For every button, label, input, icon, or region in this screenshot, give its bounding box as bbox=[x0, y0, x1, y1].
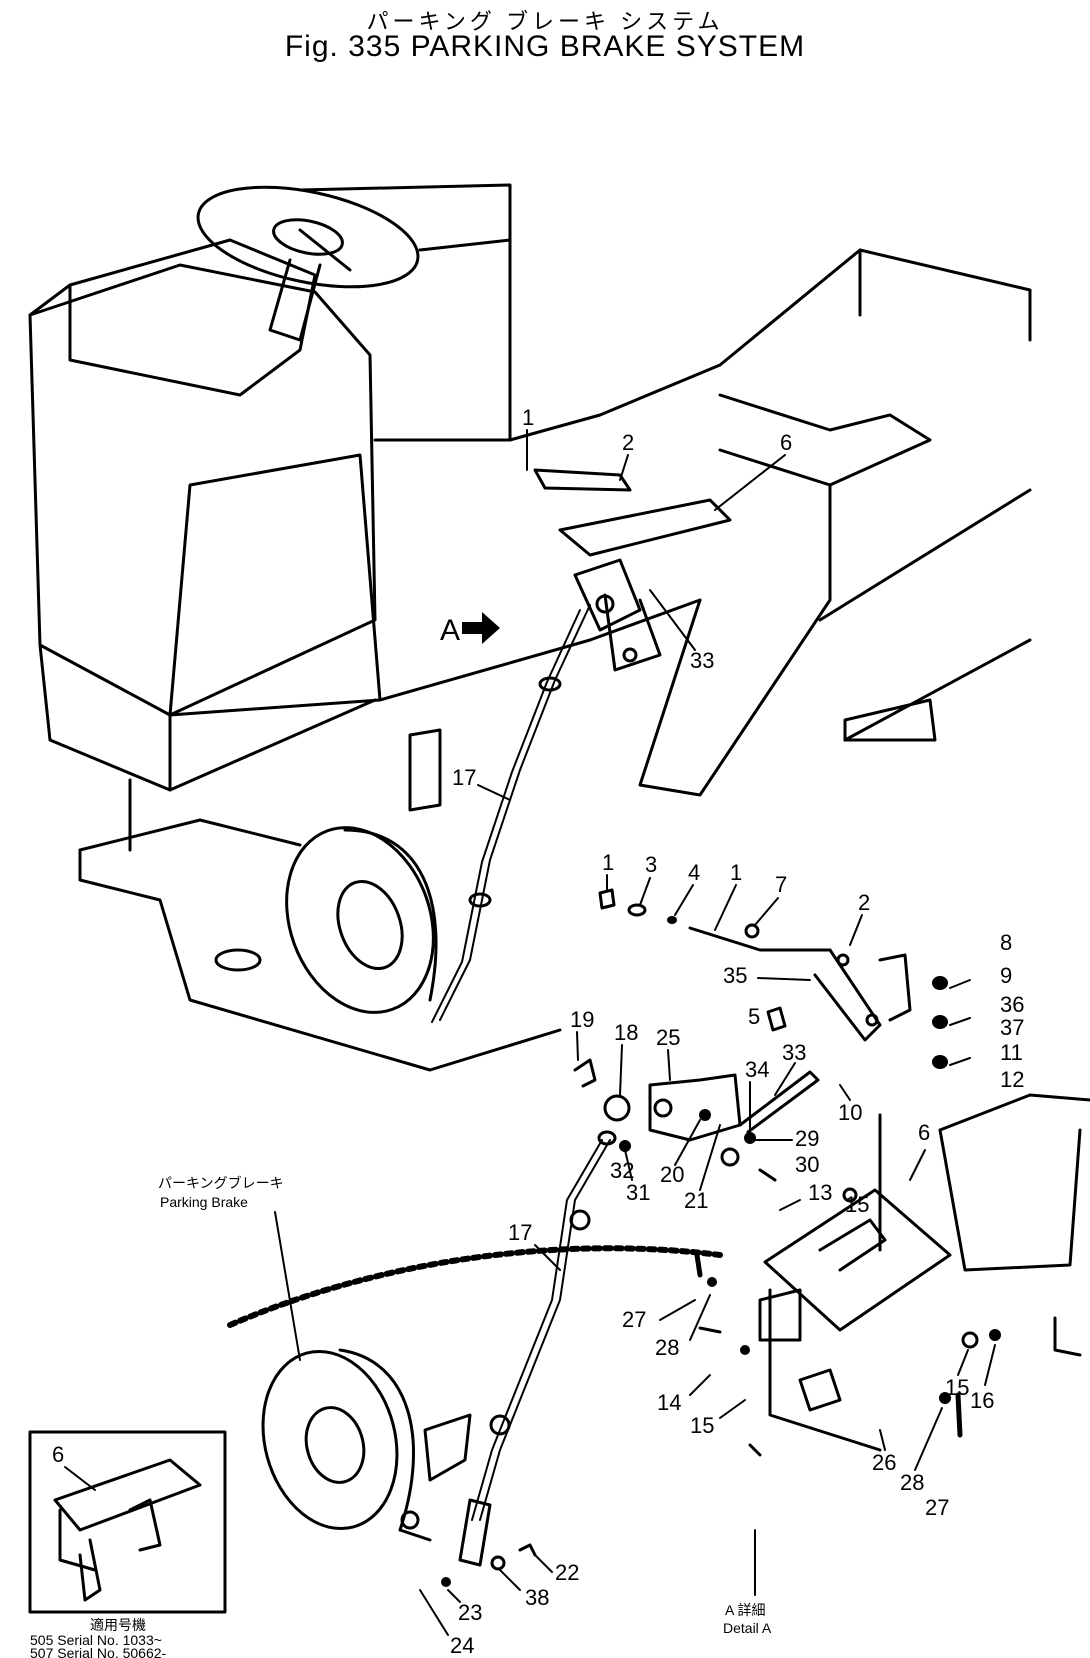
frame-outline-hatched bbox=[227, 1245, 723, 1328]
callout-31: 31 bbox=[626, 1180, 650, 1205]
callout-13: 13 bbox=[808, 1180, 832, 1205]
figure-title-japanese: パーキング ブレーキ システム bbox=[366, 9, 724, 34]
callout-18: 18 bbox=[614, 1020, 638, 1045]
brake-lever-assembly-overview bbox=[533, 468, 732, 672]
parking-brake-lever-link bbox=[423, 1413, 537, 1587]
callout-17: 17 bbox=[508, 1220, 532, 1245]
callout-28-b: 28 bbox=[900, 1470, 924, 1495]
callout-6: 6 bbox=[918, 1120, 930, 1145]
callout-15-a: 15 bbox=[845, 1192, 869, 1217]
callout-33: 33 bbox=[782, 1040, 806, 1065]
callout-6-inset: 6 bbox=[52, 1442, 64, 1467]
callout-5: 5 bbox=[748, 1004, 760, 1029]
serial-caption-2: 507 Serial No. 50662- bbox=[30, 1645, 167, 1658]
callout-28-a: 28 bbox=[655, 1335, 679, 1360]
callout-21: 21 bbox=[684, 1188, 708, 1213]
callout-14: 14 bbox=[657, 1390, 681, 1415]
callout-29: 29 bbox=[795, 1126, 819, 1151]
callout-38: 38 bbox=[525, 1585, 549, 1610]
callout-23: 23 bbox=[458, 1600, 482, 1625]
callout-34: 34 bbox=[745, 1057, 769, 1082]
callout-19: 19 bbox=[570, 1007, 594, 1032]
parking-brake-caption-jp: パーキングブレーキ bbox=[158, 1175, 284, 1191]
callout-36: 36 bbox=[1000, 992, 1024, 1017]
detail-a-caption-jp: A 詳細 bbox=[725, 1602, 765, 1618]
callout-6-upper: 6 bbox=[780, 430, 792, 455]
front-wheel bbox=[285, 826, 438, 1014]
serial-caption-jp: 適用号機 bbox=[90, 1617, 146, 1633]
callout-2: 2 bbox=[858, 890, 870, 915]
callout-1: 1 bbox=[602, 850, 614, 875]
callout-27-b: 27 bbox=[925, 1495, 949, 1520]
callout-17-upper: 17 bbox=[452, 765, 476, 790]
callout-15-c: 15 bbox=[945, 1375, 969, 1400]
detail-a-arrow: A bbox=[440, 612, 500, 647]
detail-inset bbox=[28, 1430, 227, 1614]
parking-brake-caption: Parking Brake bbox=[160, 1194, 248, 1210]
callout-15-b: 15 bbox=[690, 1413, 714, 1438]
callout-24: 24 bbox=[450, 1633, 474, 1658]
callout-7: 7 bbox=[775, 872, 787, 897]
callout-1-upper: 1 bbox=[522, 405, 534, 430]
lever-exploded bbox=[598, 888, 971, 1069]
seat-assembly bbox=[28, 238, 382, 792]
detail-a-caption: Detail A bbox=[723, 1620, 772, 1636]
brake-drum bbox=[261, 1348, 432, 1542]
callout-3: 3 bbox=[645, 852, 657, 877]
svg-text:A: A bbox=[440, 614, 460, 647]
serial-caption-1: 505 Serial No. 1033~ bbox=[30, 1632, 162, 1648]
callout-9: 9 bbox=[1000, 963, 1012, 988]
callout-10: 10 bbox=[838, 1100, 862, 1125]
callout-22: 22 bbox=[555, 1560, 579, 1585]
detail-a-bracket bbox=[694, 1093, 1090, 1457]
callout-12: 12 bbox=[1000, 1067, 1024, 1092]
callout-11: 11 bbox=[1000, 1040, 1023, 1065]
callout-2-upper: 2 bbox=[622, 430, 634, 455]
callout-20: 20 bbox=[660, 1162, 684, 1187]
callout-35: 35 bbox=[723, 963, 747, 988]
steering-wheel bbox=[196, 185, 420, 342]
callout-16: 16 bbox=[970, 1388, 994, 1413]
callout-30: 30 bbox=[795, 1152, 819, 1177]
callout-27-a: 27 bbox=[622, 1307, 646, 1332]
callout-37: 37 bbox=[1000, 1015, 1024, 1040]
brake-cable-overview bbox=[431, 604, 591, 1023]
lever-bracket-exploded bbox=[573, 1058, 820, 1182]
figure-title: Fig. 335 PARKING BRAKE SYSTEM bbox=[284, 30, 806, 63]
callout-1-b: 1 bbox=[730, 860, 742, 885]
brake-cable-exploded bbox=[458, 1139, 611, 1567]
callout-4: 4 bbox=[688, 860, 700, 885]
callout-33-upper: 33 bbox=[690, 648, 714, 673]
callout-25: 25 bbox=[656, 1025, 680, 1050]
callout-8: 8 bbox=[1000, 930, 1012, 955]
chassis-lower bbox=[78, 728, 562, 1072]
truck-frame bbox=[298, 183, 1032, 797]
callout-26: 26 bbox=[872, 1450, 896, 1475]
